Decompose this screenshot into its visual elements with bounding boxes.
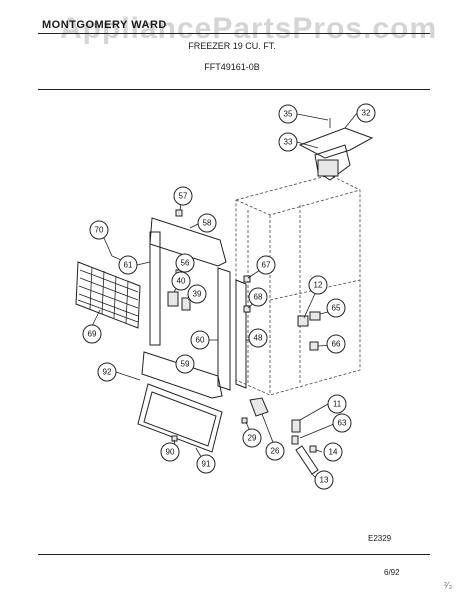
corner-mark: ²⁄₃ [444,580,453,590]
svg-text:67: 67 [262,261,271,270]
callout-32: 32 [356,103,376,123]
callout-56: 56 [175,253,195,273]
top-control-assembly [298,118,374,181]
svg-text:59: 59 [181,360,190,369]
revision-date: 6/92 [384,568,400,577]
callout-92: 92 [97,362,117,382]
bracket-66 [309,341,319,351]
screw-90 [171,435,178,442]
callout-60: 60 [190,330,210,350]
screw-67 [243,275,251,283]
gasket-left [149,231,161,346]
svg-text:11: 11 [333,400,342,409]
screw-29 [241,417,248,424]
figure-code: E2329 [368,534,392,543]
callout-91: 91 [196,454,216,474]
diagram-title: FREEZER 19 CU. FT. [188,41,276,51]
svg-text:35: 35 [284,110,293,119]
svg-text:40: 40 [177,277,186,286]
callout-35: 35 [278,104,298,124]
clip-39 [181,297,191,311]
header-rule [38,33,430,34]
svg-text:32: 32 [362,109,371,118]
svg-text:58: 58 [203,219,212,228]
callout-48: 48 [248,328,268,348]
svg-text:60: 60 [196,336,205,345]
svg-text:68: 68 [254,293,263,302]
svg-text:66: 66 [332,340,341,349]
screw-57 [175,209,183,217]
svg-text:91: 91 [202,460,211,469]
callout-69: 69 [82,324,102,344]
model-number: FFT49161-0B [204,62,260,72]
callout-33: 33 [278,132,298,152]
callout-14: 14 [323,442,343,462]
svg-text:12: 12 [314,281,323,290]
callout-61: 61 [118,255,138,275]
knob-65 [309,311,321,321]
grille-panel [75,261,141,329]
svg-text:26: 26 [271,447,280,456]
gasket-right-2 [235,279,247,389]
svg-text:29: 29 [248,434,257,443]
svg-text:33: 33 [284,138,293,147]
svg-text:70: 70 [95,226,104,235]
callout-57: 57 [173,186,193,206]
callout-29: 29 [242,428,262,448]
svg-text:90: 90 [166,448,175,457]
callout-12: 12 [308,275,328,295]
fitting-63 [291,435,299,445]
svg-text:69: 69 [88,330,97,339]
callout-11: 11 [327,394,347,414]
callout-26: 26 [265,441,285,461]
screw-68 [243,305,251,313]
watermark: AppliancePartsPros.com [60,12,438,45]
callout-39: 39 [187,284,207,304]
svg-text:39: 39 [193,290,202,299]
callout-59: 59 [175,354,195,374]
gasket-bottom [141,351,223,399]
svg-text:63: 63 [338,419,347,428]
callout-66: 66 [326,334,346,354]
subheader-rule [38,89,430,90]
hinge-26 [249,397,269,417]
spacer-40 [167,291,179,307]
svg-text:65: 65 [332,304,341,313]
callout-40: 40 [171,271,191,291]
callout-65: 65 [326,298,346,318]
thermostat-12 [297,315,309,327]
svg-text:48: 48 [254,334,263,343]
callout-90: 90 [160,442,180,462]
cabinet-outline [235,174,361,396]
svg-text:13: 13 [320,476,329,485]
kickplate [137,383,223,453]
svg-text:14: 14 [329,448,338,457]
callout-63: 63 [332,413,352,433]
callout-13: 13 [314,470,334,490]
callout-67: 67 [256,255,276,275]
svg-text:61: 61 [124,261,133,270]
callout-68: 68 [248,287,268,307]
callout-58: 58 [197,213,217,233]
svg-text:92: 92 [103,368,112,377]
svg-text:56: 56 [181,259,190,268]
gasket-right [217,267,231,391]
footer-rule [38,554,430,555]
brand-name: MONTGOMERY WARD [42,19,167,31]
callout-70: 70 [89,220,109,240]
valve-11 [291,419,301,433]
svg-text:57: 57 [179,192,188,201]
clamp-14 [309,445,317,453]
